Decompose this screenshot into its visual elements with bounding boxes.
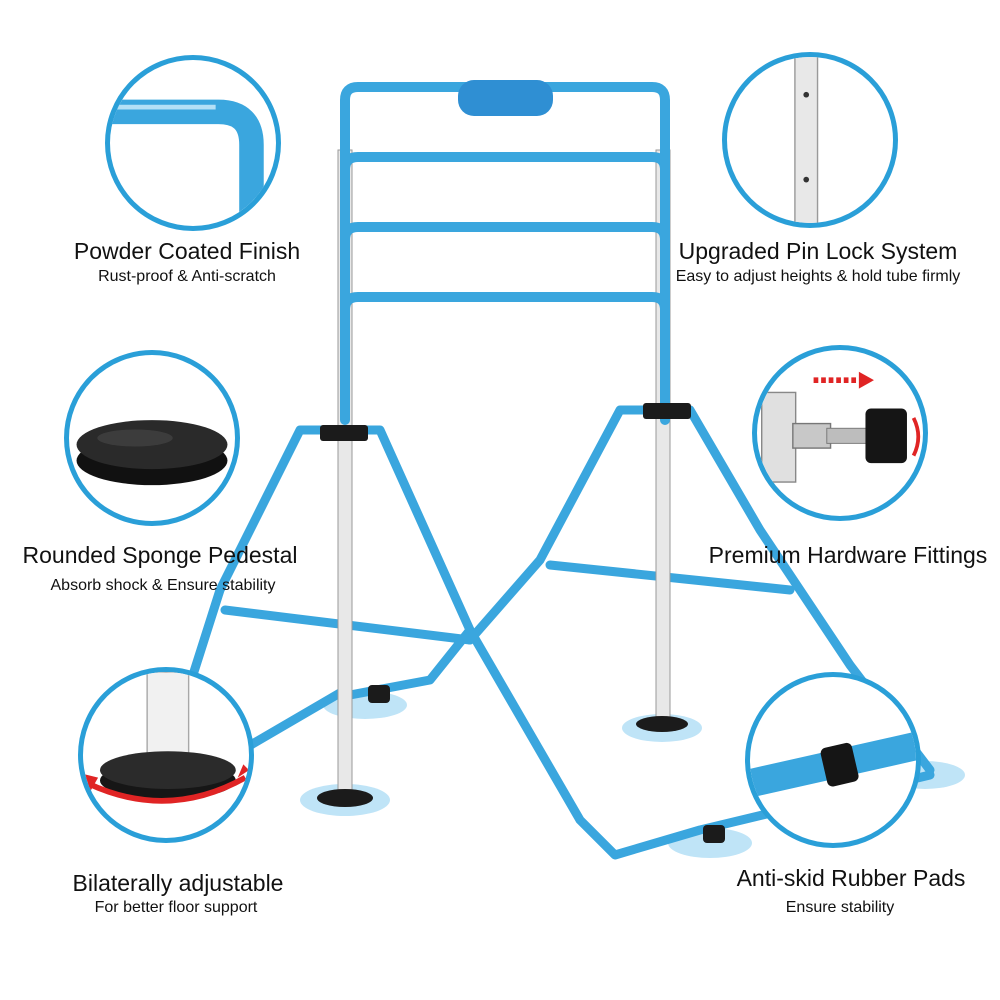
powder-coated-finish-detail-image <box>105 55 281 231</box>
bilateral-adjust-title: Bilaterally adjustable <box>72 870 284 896</box>
pin-lock-subtitle: Easy to adjust heights & hold tube firml… <box>675 268 961 285</box>
anti-skid-title: Anti-skid Rubber Pads <box>736 865 966 891</box>
clamp <box>643 403 691 419</box>
pin-lock-title: Upgraded Pin Lock System <box>678 238 958 264</box>
hardware-fittings-detail-image <box>752 345 928 521</box>
foot-block <box>703 825 725 843</box>
hardware-fittings-title: Premium Hardware Fittings <box>708 542 988 568</box>
pin-lock-detail-image <box>722 52 898 228</box>
bilateral-adjust-detail-image <box>78 667 254 843</box>
clamp-fittings <box>317 403 725 843</box>
rubber-pad-closeup <box>750 731 916 798</box>
pole-foot <box>636 716 688 732</box>
bilateral-adjust-subtitle: For better floor support <box>94 899 258 916</box>
rubber-pads-detail-image <box>745 672 921 848</box>
powder-finish-subtitle: Rust-proof & Anti-scratch <box>98 268 276 285</box>
knob-bolt-closeup <box>761 371 921 483</box>
sponge-pedestal-subtitle: Absorb shock & Ensure stability <box>50 577 276 594</box>
sponge-pedestal-title: Rounded Sponge Pedestal <box>22 542 298 568</box>
foot-block <box>368 685 390 703</box>
clamp <box>320 425 368 441</box>
bar-foam-grip <box>458 80 553 116</box>
tube-corner-closeup <box>110 99 264 226</box>
black-pedestal-closeup <box>76 420 228 486</box>
powder-finish-title: Powder Coated Finish <box>73 238 301 264</box>
pole-pin-closeup <box>794 57 819 223</box>
pole-foot <box>317 789 373 807</box>
pole-base-closeup <box>83 672 249 804</box>
top-bar-ghost-positions <box>340 82 670 425</box>
sponge-pedestal-detail-image <box>64 350 240 526</box>
anti-skid-subtitle: Ensure stability <box>785 899 895 916</box>
